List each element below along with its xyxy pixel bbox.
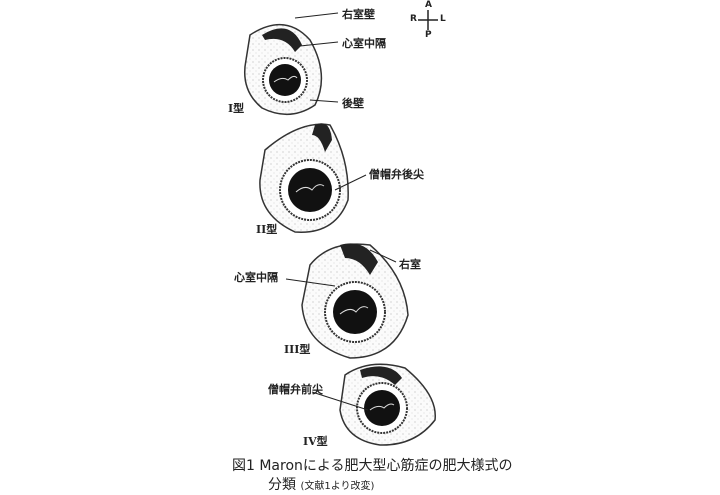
label-posterior-wall: 後壁 [342,97,364,110]
figure-caption: 図1 Maronによる肥大型心筋症の肥大様式の [232,458,513,474]
compass-left: L [440,14,446,24]
label-septum: 心室中隔 [342,37,386,50]
type-4-label: IV型 [303,435,328,448]
compass-posterior: P [425,30,432,40]
type-3-label: III型 [284,343,311,356]
heart-type-1 [244,12,339,115]
label-mitral-anterior-leaflet: 僧帽弁前尖 [268,383,323,396]
caption-text: 分類 [268,477,296,493]
compass-right: R [410,14,417,24]
label-mitral-posterior-leaflet: 僧帽弁後尖 [369,168,424,181]
label-rv-wall: 右室壁 [342,8,375,21]
type-2-label: II型 [256,223,278,236]
figure-caption-line2: 分類 (文献1より改変) [268,474,374,494]
label-rv: 右室 [399,258,421,271]
heart-type-3 [285,243,409,359]
caption-note: (文献1より改変) [300,481,375,492]
compass-anterior: A [425,0,432,10]
heart-type-2 [259,123,367,233]
label-septum-3: 心室中隔 [234,271,278,284]
heart-type-4 [311,363,436,446]
type-1-label: I型 [228,102,245,115]
orientation-compass-icon [418,10,438,30]
